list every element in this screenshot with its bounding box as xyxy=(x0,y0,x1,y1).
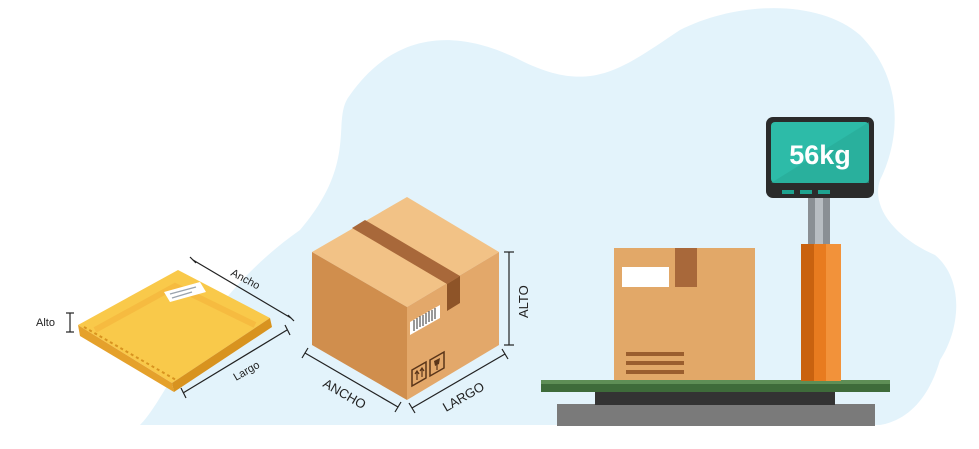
envelope-width-dimension xyxy=(189,256,295,322)
box-height-dimension xyxy=(504,251,514,346)
box-on-scale xyxy=(614,248,755,380)
envelope-height-dimension xyxy=(66,312,74,333)
envelope-length-dimension xyxy=(180,324,291,399)
this-side-up-icon xyxy=(411,360,427,388)
box-width-dimension xyxy=(301,347,402,413)
envelope-height-label: Alto xyxy=(36,317,55,329)
fragile-glass-icon xyxy=(429,350,445,378)
scale-display-reading: 56kg xyxy=(789,140,851,170)
platform-scale xyxy=(541,117,890,426)
box-length-dimension xyxy=(408,348,509,414)
box-height-label: ALTO xyxy=(516,285,531,318)
cardboard-box xyxy=(312,197,499,400)
padded-envelope xyxy=(78,270,272,392)
